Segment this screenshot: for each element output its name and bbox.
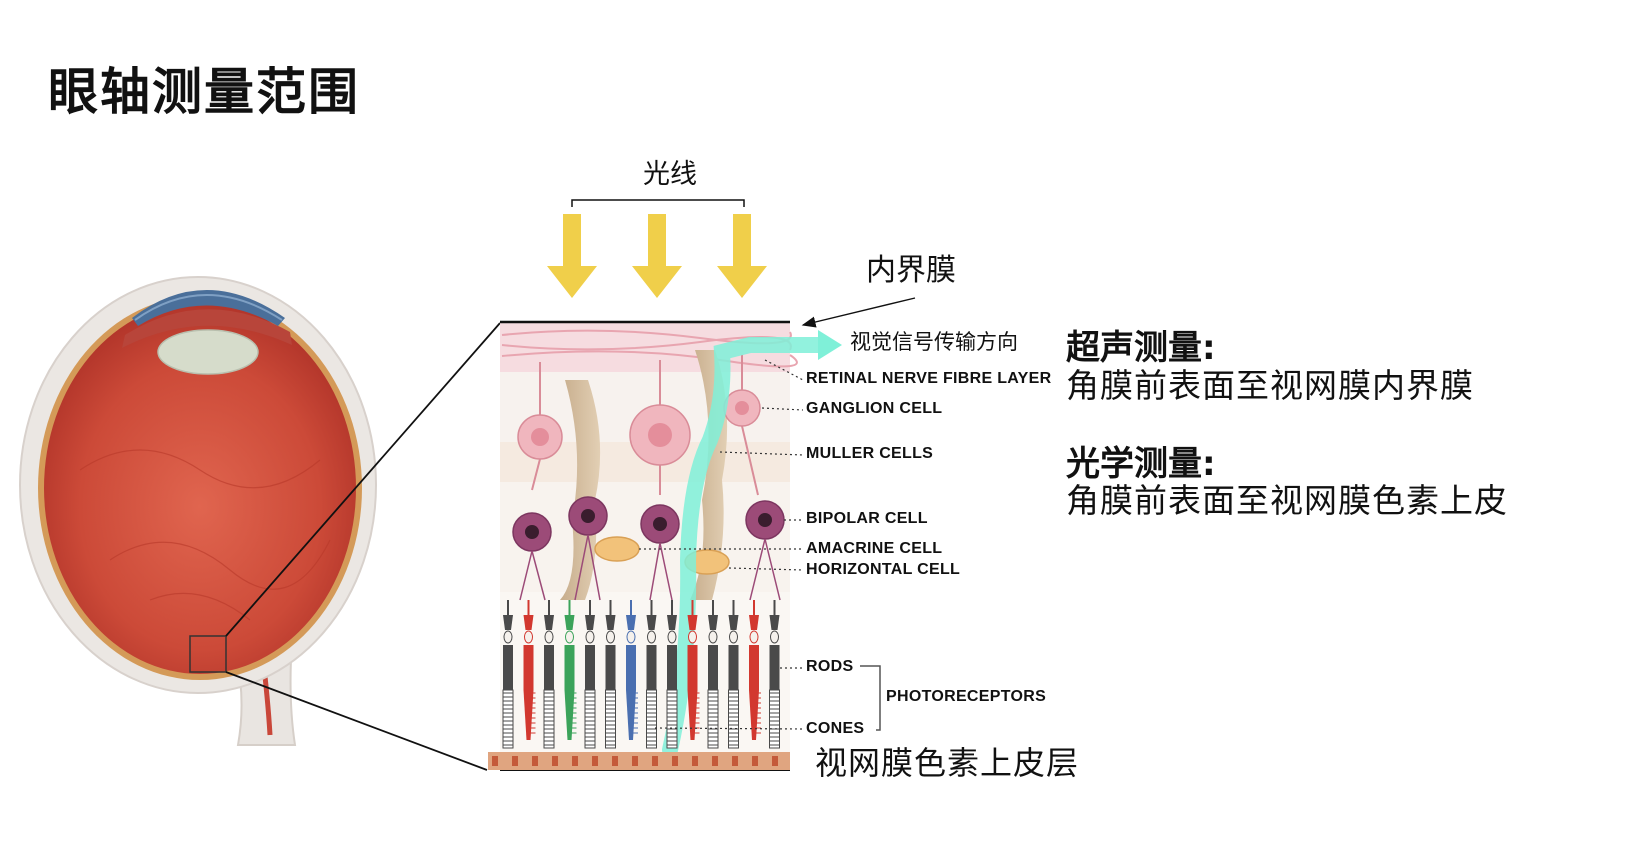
rod-cell (502, 600, 514, 749)
light-arrows (547, 199, 767, 298)
light-label: 光线 (643, 159, 697, 190)
rod-cell (728, 600, 739, 749)
optical-description: 角膜前表面至视网膜色素上皮 (1066, 481, 1508, 520)
rod-cell (584, 600, 596, 749)
label-horizontal-cell: HORIZONTAL CELL (806, 561, 961, 578)
rod-cell (543, 600, 555, 749)
eyeball-illustration (19, 276, 377, 746)
cone-cell (523, 600, 536, 740)
cone-cell (626, 600, 638, 740)
label-photoreceptors: PHOTORECEPTORS (886, 688, 1047, 705)
cone-cell (564, 600, 577, 740)
retina-layers (488, 320, 842, 771)
rod-cell (769, 600, 780, 749)
rod-cell (666, 600, 678, 749)
ultrasound-description: 角膜前表面至视网膜内界膜 (1066, 366, 1474, 405)
label-rnfl: RETINAL NERVE FIBRE LAYER (806, 370, 1052, 387)
ilm-label: 内界膜 (866, 253, 956, 288)
label-cones: CONES (806, 720, 865, 737)
rod-cell (605, 600, 616, 749)
rod-cell (707, 600, 719, 749)
rpe-label: 视网膜色素上皮层 (815, 744, 1080, 782)
cone-cell (687, 600, 700, 740)
label-amacrine-cell: AMACRINE CELL (806, 540, 943, 557)
ultrasound-heading: 超声测量: (1066, 328, 1216, 368)
label-ganglion-cell: GANGLION CELL (806, 400, 943, 417)
optical-heading: 光学测量: (1066, 444, 1216, 484)
page-title: 眼轴测量范围 (48, 63, 360, 121)
rod-cell (646, 600, 657, 749)
label-rods: RODS (806, 658, 854, 675)
label-bipolar-cell: BIPOLAR CELL (806, 510, 928, 527)
cone-cell (749, 600, 761, 740)
label-muller-cells: MULLER CELLS (806, 445, 934, 462)
signal-direction-label: 视觉信号传输方向 (850, 330, 1018, 354)
